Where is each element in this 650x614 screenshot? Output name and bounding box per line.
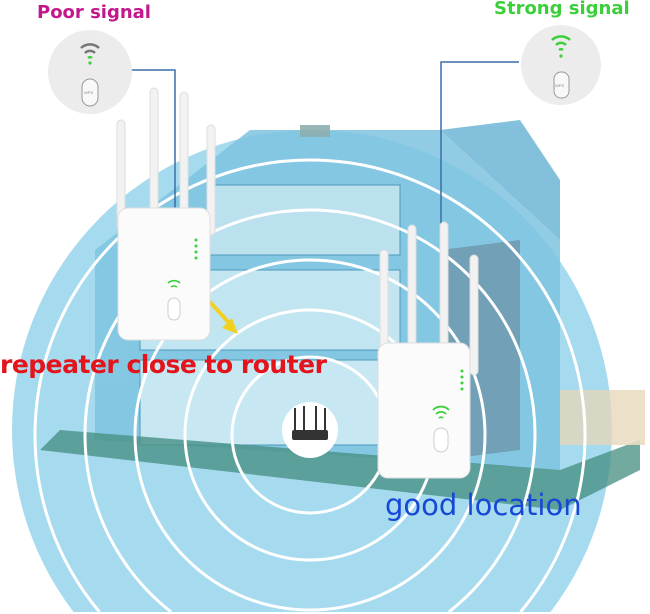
repeater-close-label: repeater close to router bbox=[0, 350, 327, 379]
wps-label-strong: WPS bbox=[555, 83, 565, 88]
poor-signal-callout bbox=[48, 30, 132, 114]
router bbox=[282, 402, 338, 458]
poor-signal-label: Poor signal bbox=[37, 2, 151, 23]
callout-line-left bbox=[131, 69, 176, 270]
good-location-label: good location bbox=[385, 488, 582, 522]
arrow-icon bbox=[206, 298, 238, 334]
strong-signal-label: Strong signal bbox=[494, 0, 630, 19]
wps-label-poor: WPS bbox=[84, 90, 94, 95]
strong-signal-callout bbox=[521, 25, 601, 105]
repeater-left bbox=[116, 87, 216, 341]
repeater-right bbox=[377, 221, 479, 479]
